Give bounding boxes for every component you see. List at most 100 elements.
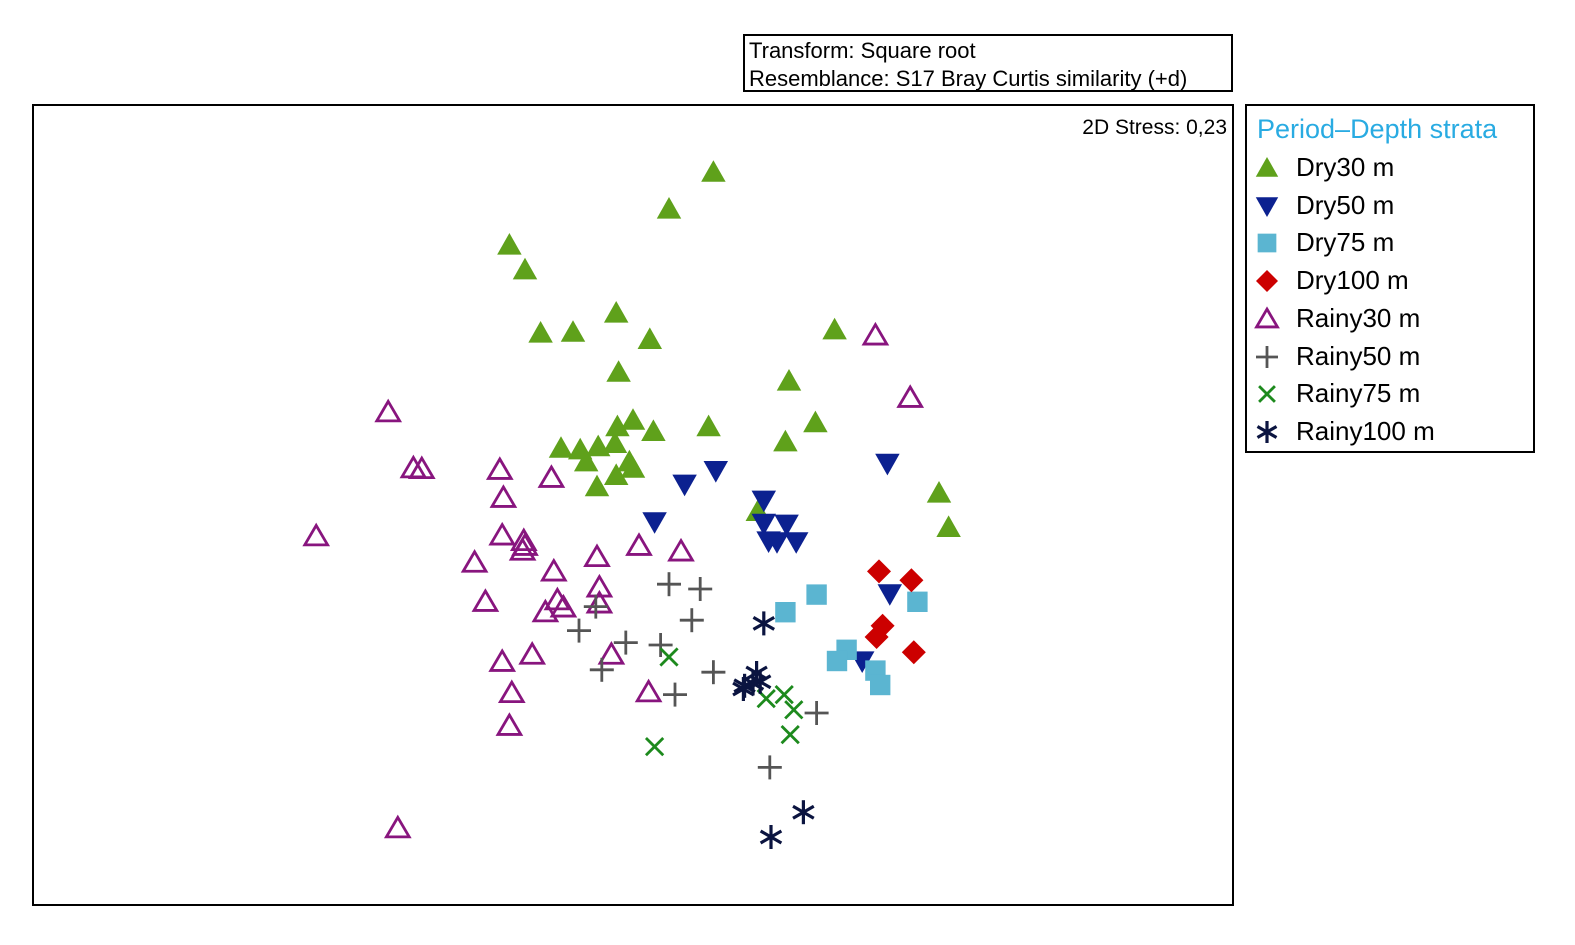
point-dry30-m-11 <box>620 408 646 430</box>
point-rainy50-m-10 <box>804 701 829 725</box>
point-rainy30-m-13 <box>625 532 653 556</box>
point-dry30-m-20 <box>602 431 628 453</box>
legend-item-dry100-m: Dry100 m <box>1253 263 1531 299</box>
legend-label-rainy75-m: Rainy75 m <box>1296 378 1421 409</box>
point-dry50-m-6 <box>751 513 777 536</box>
point-rainy30-m-25 <box>518 641 547 665</box>
legend-marker-rainy75-m <box>1258 385 1276 404</box>
point-dry50-m-0 <box>703 461 729 483</box>
point-dry50-m-4 <box>642 512 667 534</box>
legend-item-dry75-m: Dry75 m <box>1253 225 1531 261</box>
point-dry100-m-0 <box>867 559 891 584</box>
point-rainy30-m-6 <box>537 464 566 488</box>
point-rainy50-m-3 <box>679 608 704 633</box>
point-rainy30-m-15 <box>583 543 611 568</box>
point-dry50-m-10 <box>877 584 903 606</box>
point-dry30-m-25 <box>584 474 610 497</box>
point-rainy100-m-0 <box>752 611 775 636</box>
legend-symbol-rainy100-m <box>1256 420 1278 443</box>
point-rainy30-m-2 <box>374 398 403 423</box>
legend-label-dry100-m: Dry100 m <box>1296 265 1409 296</box>
point-dry30-m-6 <box>560 320 586 342</box>
point-dry100-m-4 <box>901 640 926 665</box>
point-rainy75-m-4 <box>780 724 800 745</box>
transform-info-box: Transform: Square root Resemblance: S17 … <box>743 34 1233 92</box>
legend-item-dry50-m: Dry50 m <box>1253 188 1531 224</box>
point-dry30-m-5 <box>528 321 553 343</box>
point-rainy30-m-18 <box>585 573 614 598</box>
point-rainy30-m-14 <box>667 537 695 562</box>
point-dry30-m-0 <box>701 160 726 182</box>
point-dry100-m-3 <box>864 625 889 649</box>
point-dry30-m-2 <box>497 233 522 255</box>
point-dry50-m-1 <box>672 474 697 497</box>
point-rainy75-m-5 <box>644 736 665 757</box>
point-rainy50-m-7 <box>589 657 614 682</box>
point-rainy30-m-23 <box>585 589 614 614</box>
point-dry30-m-13 <box>696 414 721 437</box>
point-dry30-m-23 <box>620 456 646 478</box>
legend-marker-rainy30-m <box>1254 306 1280 329</box>
point-rainy50-m-2 <box>583 594 608 619</box>
point-dry30-m-7 <box>637 327 663 349</box>
point-dry30-m-10 <box>776 369 802 391</box>
point-dry30-m-4 <box>603 301 629 323</box>
point-dry100-m-1 <box>899 568 924 593</box>
legend-marker-dry100-m <box>1256 270 1278 293</box>
point-dry30-m-27 <box>936 515 961 537</box>
point-dry75-m-2 <box>775 602 796 623</box>
legend-marker-rainy50-m <box>1256 345 1278 368</box>
point-dry75-m-1 <box>907 591 928 612</box>
legend-symbol-rainy50-m <box>1256 345 1278 368</box>
legend-title: Period–Depth strata <box>1257 114 1498 144</box>
point-rainy50-m-5 <box>613 630 638 655</box>
legend-marker-rainy100-m <box>1256 420 1278 443</box>
point-dry50-m-9 <box>783 532 809 554</box>
legend-label-dry30-m: Dry30 m <box>1296 152 1395 182</box>
point-dry30-m-3 <box>512 257 538 280</box>
point-rainy30-m-27 <box>497 679 526 704</box>
point-dry50-m-5 <box>774 514 799 537</box>
point-dry50-m-3 <box>751 490 777 513</box>
legend-item-rainy75-m: Rainy75 m <box>1253 376 1531 412</box>
point-rainy30-m-7 <box>489 484 518 508</box>
point-rainy50-m-1 <box>688 577 713 601</box>
point-rainy30-m-16 <box>460 549 489 573</box>
legend-item-rainy100-m: Rainy100 m <box>1253 414 1531 450</box>
point-rainy30-m-1 <box>896 384 925 408</box>
plot-frame <box>32 104 1234 906</box>
legend-label-rainy30-m: Rainy30 m <box>1296 302 1421 333</box>
point-rainy30-m-17 <box>539 557 568 582</box>
legend-label-dry50-m: Dry50 m <box>1296 189 1395 220</box>
point-rainy75-m-3 <box>784 700 804 720</box>
point-rainy30-m-29 <box>495 712 524 736</box>
legend-label-dry75-m: Dry75 m <box>1296 227 1395 258</box>
point-rainy100-m-7 <box>759 825 783 849</box>
point-dry30-m-21 <box>573 449 599 472</box>
point-rainy50-m-4 <box>567 618 591 643</box>
legend-item-rainy50-m: Rainy50 m <box>1253 339 1531 375</box>
point-rainy50-m-9 <box>663 682 687 707</box>
legend-marker-dry50-m <box>1255 196 1279 217</box>
point-rainy30-m-22 <box>531 598 560 623</box>
point-dry30-m-16 <box>773 429 798 452</box>
point-rainy30-m-8 <box>302 522 331 547</box>
point-rainy50-m-6 <box>648 633 673 657</box>
point-rainy30-m-0 <box>861 321 890 346</box>
point-dry75-m-6 <box>870 674 891 696</box>
point-dry30-m-17 <box>548 436 574 458</box>
point-rainy50-m-11 <box>757 755 782 780</box>
resemblance-text: Resemblance: S17 Bray Curtis similarity … <box>749 66 1188 91</box>
legend-item-rainy30-m: Rainy30 m <box>1253 301 1531 337</box>
point-rainy75-m-1 <box>774 684 794 705</box>
point-rainy75-m-0 <box>659 647 679 667</box>
point-rainy50-m-0 <box>657 572 681 597</box>
point-rainy30-m-24 <box>597 641 626 665</box>
legend-symbol-dry50-m <box>1255 196 1279 217</box>
legend-item-dry30-m: Dry30 m <box>1253 150 1531 186</box>
point-rainy30-m-28 <box>634 678 663 703</box>
point-dry30-m-26 <box>926 481 952 503</box>
point-rainy100-m-5 <box>732 677 755 701</box>
point-rainy30-m-30 <box>383 814 412 839</box>
